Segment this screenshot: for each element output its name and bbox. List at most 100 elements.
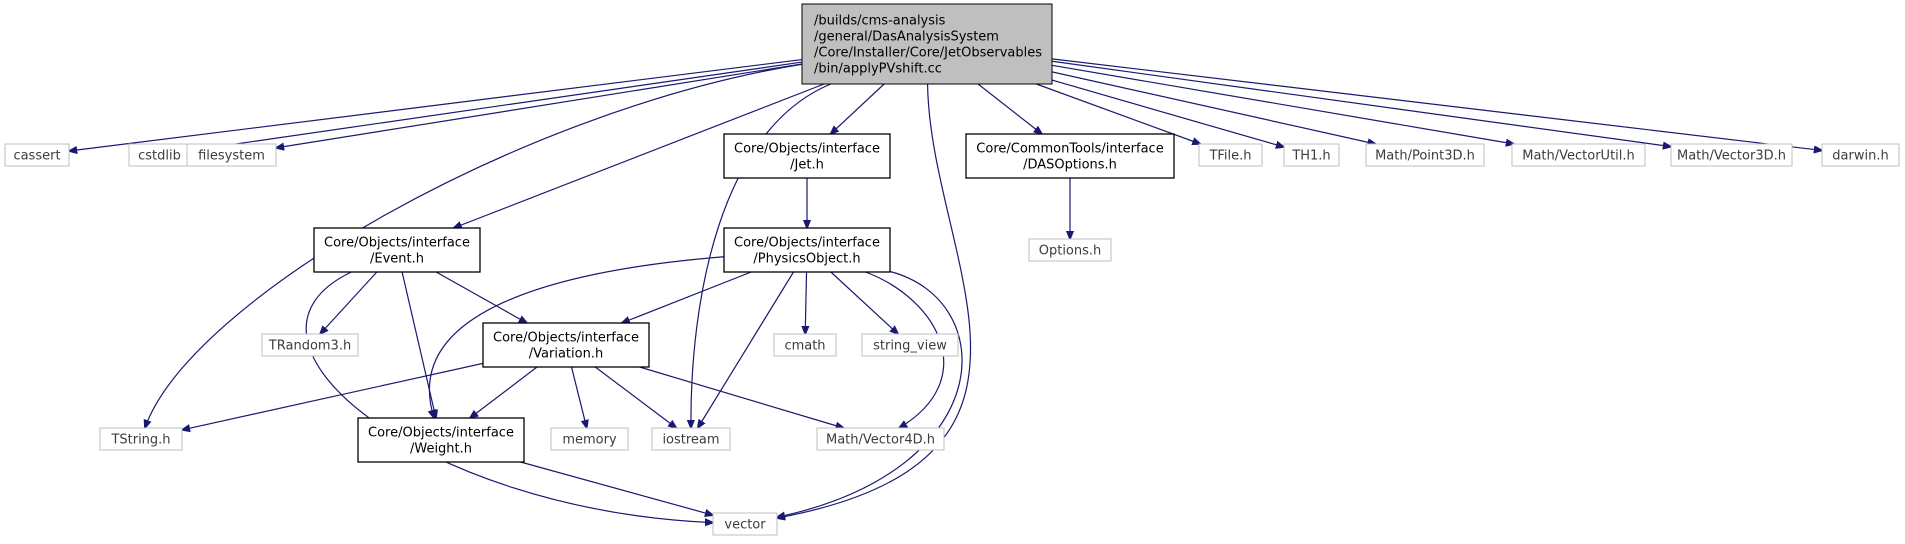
node-cmath[interactable]: cmath: [773, 333, 837, 357]
node-box: [723, 133, 891, 179]
node-vectorutil-h[interactable]: Math/VectorUtil.h: [1511, 143, 1646, 167]
node-label-line: Core/Objects/interface: [324, 236, 470, 251]
node-physicsobject-h[interactable]: Core/Objects/interface/PhysicsObject.h: [723, 227, 891, 273]
node-label-line: string_view: [873, 339, 947, 354]
node-point3d-h[interactable]: Math/Point3D.h: [1365, 143, 1485, 167]
node-box: [550, 427, 629, 451]
node-box: [1511, 143, 1646, 167]
node-box: [1670, 143, 1793, 167]
node-label-line: /general/DasAnalysisSystem: [814, 30, 999, 45]
node-box: [1198, 143, 1263, 167]
node-label-line: /PhysicsObject.h: [753, 252, 860, 267]
edge-variation-h-to-iostream: [594, 366, 676, 428]
edge-root-to-th1-h: [1051, 79, 1284, 147]
node-box: [482, 322, 650, 368]
node-label-line: cassert: [13, 149, 60, 164]
node-label-line: /Variation.h: [529, 347, 603, 362]
node-trandom3-h[interactable]: TRandom3.h: [261, 333, 359, 357]
node-vector[interactable]: vector: [712, 512, 778, 536]
node-cassert[interactable]: cassert: [4, 143, 70, 167]
edge-root-to-vector: [777, 83, 972, 518]
edge-variation-h-to-vector4d-h: [639, 366, 844, 428]
edge-variation-h-to-tstring-h: [182, 362, 484, 430]
node-vector3d-h[interactable]: Math/Vector3D.h: [1670, 143, 1793, 167]
edge-event-h-to-variation-h: [435, 271, 527, 323]
node-label-line: TFile.h: [1208, 149, 1251, 164]
node-box: [1028, 238, 1112, 262]
node-box: [801, 3, 1053, 85]
edge-physicsobject-h-to-string-view: [830, 271, 898, 334]
node-filesystem[interactable]: filesystem: [186, 143, 277, 167]
node-label-line: Core/Objects/interface: [734, 236, 880, 251]
edge-physicsobject-h-to-weight-h: [429, 256, 725, 418]
edge-variation-h-to-weight-h: [470, 366, 538, 418]
node-tstring-h[interactable]: TString.h: [99, 427, 183, 451]
node-cstdlib[interactable]: cstdlib: [128, 143, 191, 167]
node-label-line: Math/Vector4D.h: [826, 433, 935, 448]
nodes-layer: /builds/cms-analysis/general/DasAnalysis…: [4, 3, 1900, 536]
edge-root-to-vector3d-h: [1051, 60, 1671, 146]
edge-physicsobject-h-to-variation-h: [622, 271, 752, 323]
edge-event-h-to-weight-h: [401, 271, 436, 418]
node-label-line: /Weight.h: [410, 442, 472, 457]
node-event-h[interactable]: Core/Objects/interface/Event.h: [313, 227, 481, 273]
edge-root-to-filesystem: [276, 63, 803, 148]
node-label-line: Core/Objects/interface: [734, 142, 880, 157]
edge-event-h-to-vector: [305, 271, 713, 523]
node-label-line: Core/Objects/interface: [493, 331, 639, 346]
node-box: [816, 427, 945, 451]
node-label-line: TH1.h: [1291, 149, 1330, 164]
node-label-line: iostream: [662, 433, 719, 448]
node-memory[interactable]: memory: [550, 427, 629, 451]
node-box: [4, 143, 70, 167]
node-box: [1283, 143, 1340, 167]
node-box: [1821, 143, 1900, 167]
node-label-line: Math/Point3D.h: [1375, 149, 1475, 164]
node-box: [357, 417, 525, 463]
node-dasoptions-h[interactable]: Core/CommonTools/interface/DASOptions.h: [965, 133, 1175, 179]
node-box: [1365, 143, 1485, 167]
node-options-h[interactable]: Options.h: [1028, 238, 1112, 262]
edge-physicsobject-h-to-cmath: [805, 271, 806, 334]
node-root[interactable]: /builds/cms-analysis/general/DasAnalysis…: [801, 3, 1053, 85]
node-darwin-h[interactable]: darwin.h: [1821, 143, 1900, 167]
edge-root-to-point3d-h: [1051, 71, 1376, 144]
edge-root-to-vectorutil-h: [1051, 64, 1514, 144]
edge-physicsobject-h-to-vector: [777, 270, 963, 518]
edge-root-to-jet-h: [831, 83, 885, 134]
node-label-line: TRandom3.h: [268, 339, 351, 354]
node-label-line: Core/Objects/interface: [368, 426, 514, 441]
node-box: [186, 143, 277, 167]
node-weight-h[interactable]: Core/Objects/interface/Weight.h: [357, 417, 525, 463]
node-box: [313, 227, 481, 273]
edge-root-to-dasoptions-h: [977, 83, 1042, 134]
edge-root-to-darwin-h: [1051, 58, 1822, 151]
node-box: [261, 333, 359, 357]
node-label-line: filesystem: [198, 149, 265, 164]
node-box: [861, 333, 959, 357]
node-box: [723, 227, 891, 273]
edge-root-to-iostream: [691, 83, 831, 428]
node-variation-h[interactable]: Core/Objects/interface/Variation.h: [482, 322, 650, 368]
edge-weight-h-to-vector: [520, 461, 713, 515]
edge-event-h-to-trandom3-h: [320, 271, 378, 334]
edge-root-to-cstdlib: [190, 61, 803, 151]
edge-physicsobject-h-to-iostream: [698, 271, 795, 428]
node-label-line: Options.h: [1039, 244, 1102, 259]
node-tfile-h[interactable]: TFile.h: [1198, 143, 1263, 167]
node-box: [712, 512, 778, 536]
node-label-line: cmath: [784, 339, 825, 354]
node-string-view[interactable]: string_view: [861, 333, 959, 357]
node-th1-h[interactable]: TH1.h: [1283, 143, 1340, 167]
node-box: [965, 133, 1175, 179]
node-label-line: /DASOptions.h: [1023, 158, 1117, 173]
node-label-line: darwin.h: [1832, 149, 1888, 164]
node-label-line: /Event.h: [370, 252, 424, 267]
node-label-line: TString.h: [110, 433, 170, 448]
edges-layer: [69, 58, 1822, 523]
node-jet-h[interactable]: Core/Objects/interface/Jet.h: [723, 133, 891, 179]
node-vector4d-h[interactable]: Math/Vector4D.h: [816, 427, 945, 451]
node-label-line: vector: [724, 518, 766, 533]
node-iostream[interactable]: iostream: [651, 427, 731, 451]
node-label-line: Math/VectorUtil.h: [1522, 149, 1635, 164]
